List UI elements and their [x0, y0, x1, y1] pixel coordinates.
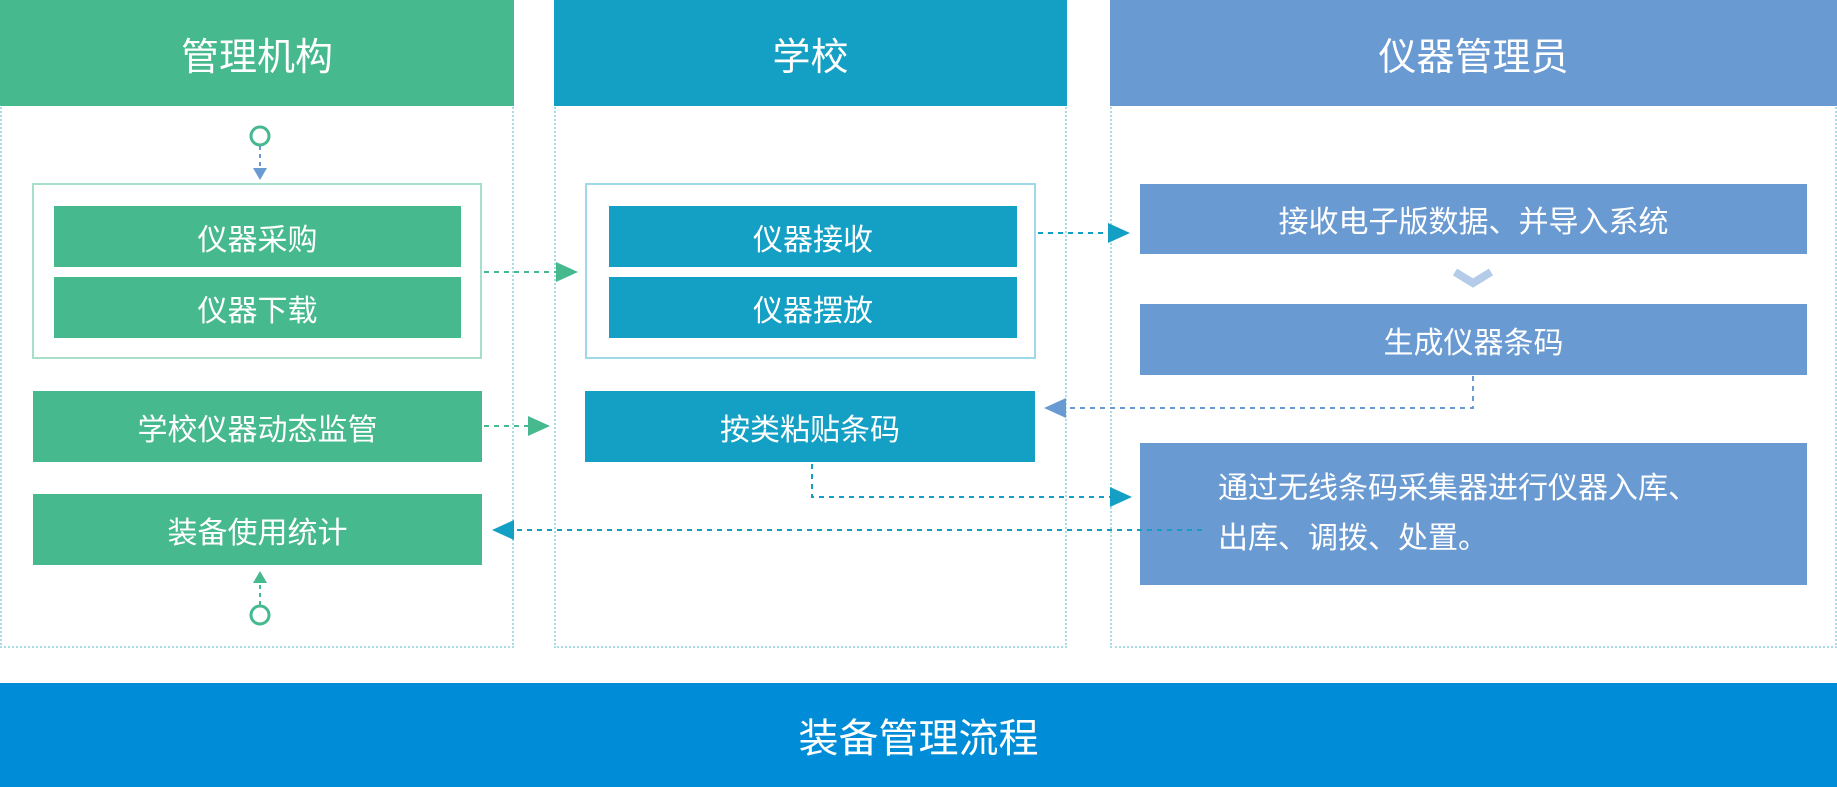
school-receive-group [585, 183, 1036, 359]
stats-box: 装备使用统计 [33, 494, 482, 565]
lane-header-keeper: 仪器管理员 [1110, 0, 1837, 106]
download-box: 仪器下载 [54, 277, 461, 338]
operate-line-2: 出库、调拨、处置。 [1218, 521, 1488, 556]
label-box: 按类粘贴条码 [585, 391, 1035, 462]
import-box: 接收电子版数据、并导入系统 [1140, 184, 1807, 254]
generate-box: 生成仪器条码 [1140, 304, 1807, 375]
monitor-box: 学校仪器动态监管 [33, 391, 482, 462]
lane-header-school: 学校 [554, 0, 1067, 106]
operate-box: 通过无线条码采集器进行仪器入库、 出库、调拨、处置。 [1140, 443, 1807, 585]
place-box: 仪器摆放 [609, 277, 1017, 338]
purchase-box: 仪器采购 [54, 206, 461, 267]
operate-line-1: 通过无线条码采集器进行仪器入库、 [1218, 471, 1698, 506]
lane-header-admin: 管理机构 [0, 0, 514, 106]
admin-purchase-group [32, 183, 482, 359]
arrowhead-monitor-to-label-icon [528, 416, 550, 436]
operate-text: 通过无线条码采集器进行仪器入库、 出库、调拨、处置。 [1218, 464, 1698, 564]
footer-title: 装备管理流程 [0, 683, 1837, 787]
receive-box: 仪器接收 [609, 206, 1017, 267]
